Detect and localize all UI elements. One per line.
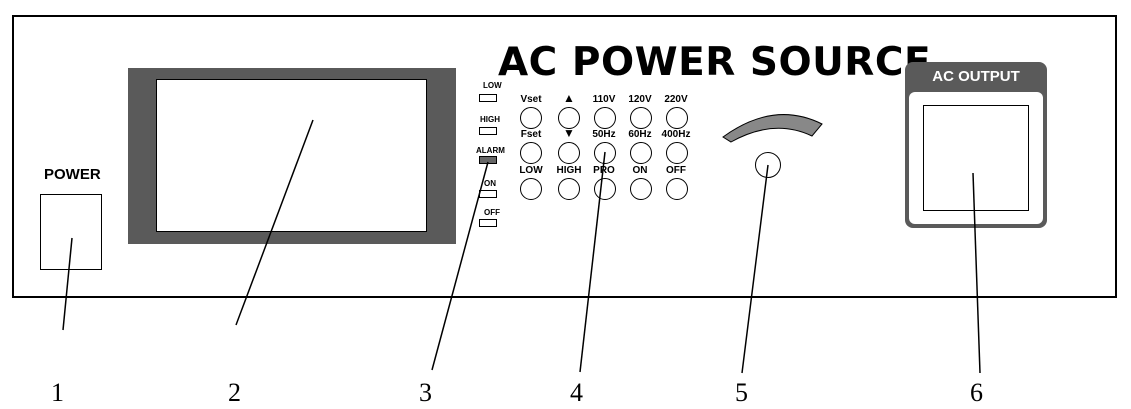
leader-line-3 — [431, 161, 489, 371]
display-screen — [156, 79, 427, 232]
up-button[interactable] — [558, 107, 580, 129]
callout-6: 6 — [970, 378, 983, 407]
button-label-220v: 220V — [664, 94, 688, 105]
vset-button[interactable] — [520, 107, 542, 129]
low-button[interactable] — [520, 178, 542, 200]
leader-line-5 — [741, 164, 769, 374]
leader-line-2 — [235, 119, 314, 326]
front-panel — [12, 15, 1117, 298]
button-label-vset: Vset — [520, 94, 542, 105]
button-label-50hz: 50Hz — [592, 129, 616, 140]
led-label-low: LOW — [483, 81, 502, 90]
leader-line-4 — [579, 151, 606, 373]
high-button[interactable] — [558, 178, 580, 200]
button-label-110v: 110V — [592, 94, 616, 105]
button-label-120v: 120V — [628, 94, 652, 105]
220v-button[interactable] — [666, 107, 688, 129]
led-label-on: ON — [484, 179, 496, 188]
off-button[interactable] — [666, 178, 688, 200]
leader-line-1 — [62, 237, 73, 331]
ac-output-frame — [909, 92, 1043, 224]
button-label-low: LOW — [519, 165, 543, 176]
callout-1: 1 — [51, 378, 64, 407]
knob-dial-arc — [722, 114, 823, 143]
button-label-high: HIGH — [556, 165, 582, 176]
button-label-fset: Fset — [520, 129, 542, 140]
120v-button[interactable] — [630, 107, 652, 129]
adjust-knob[interactable] — [755, 152, 781, 178]
callout-4: 4 — [570, 378, 583, 407]
power-label: POWER — [44, 166, 101, 183]
panel-title: AC POWER SOURCE — [498, 40, 932, 85]
button-label-60hz: 60Hz — [628, 129, 652, 140]
on-button[interactable] — [630, 178, 652, 200]
button-label-up: ▲ — [563, 91, 575, 105]
callout-5: 5 — [735, 378, 748, 407]
callout-2: 2 — [228, 378, 241, 407]
led-label-high: HIGH — [480, 115, 500, 124]
ac-output-panel: AC OUTPUT — [905, 62, 1047, 228]
down-button[interactable] — [558, 142, 580, 164]
led-off — [479, 219, 497, 227]
leader-line-6 — [972, 172, 981, 374]
fset-button[interactable] — [520, 142, 542, 164]
ac-output-label: AC OUTPUT — [932, 68, 1020, 85]
led-high — [479, 127, 497, 135]
button-label-on: ON — [632, 165, 648, 176]
ac-output-socket[interactable] — [923, 105, 1029, 211]
button-label-off: OFF — [666, 165, 686, 176]
400hz-button[interactable] — [666, 142, 688, 164]
110v-button[interactable] — [594, 107, 616, 129]
power-switch[interactable] — [40, 194, 102, 270]
button-label-down: ▼ — [563, 126, 575, 140]
led-label-off: OFF — [484, 208, 500, 217]
button-label-400hz: 400Hz — [661, 129, 691, 140]
60hz-button[interactable] — [630, 142, 652, 164]
led-low — [479, 94, 497, 102]
button-label-pro: PRO — [593, 165, 615, 176]
led-label-alarm: ALARM — [476, 146, 505, 155]
display-bezel — [128, 68, 456, 244]
callout-3: 3 — [419, 378, 432, 407]
